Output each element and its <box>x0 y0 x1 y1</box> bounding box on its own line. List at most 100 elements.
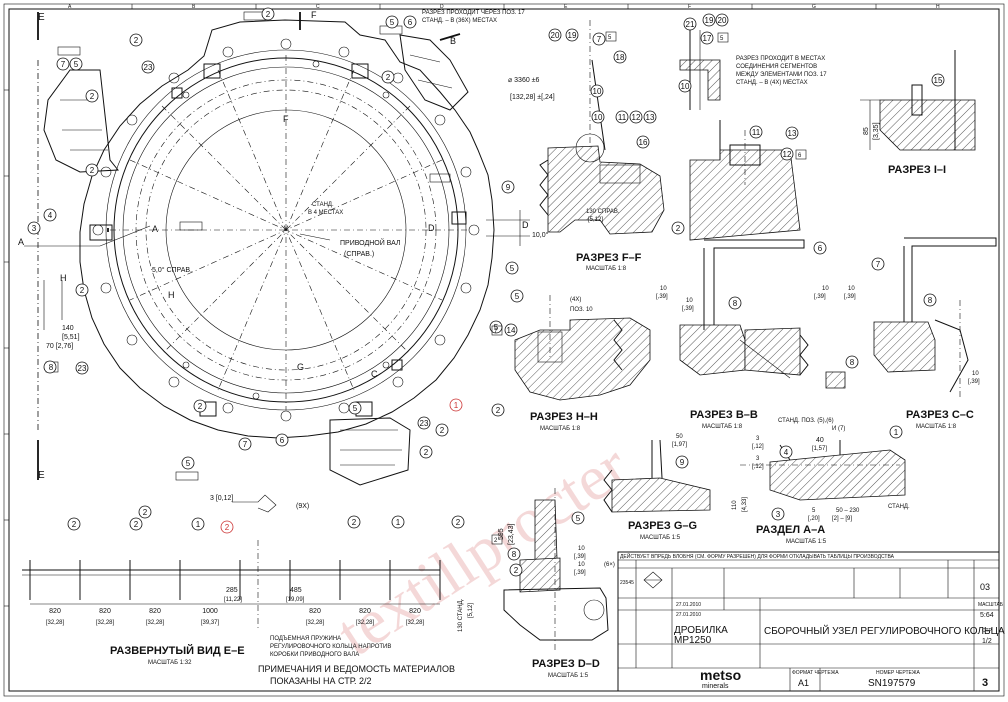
tb-header: ДЕЙСТВУЕТ ВПРЕДЬ ВЛОБНЯ (СМ. ФОРМУ РАЗРЕ… <box>620 552 895 560</box>
section-h-scale: МАСШТАБ 1:8 <box>540 426 581 432</box>
section-a-a: 3[,12] 3[,12] 40[1,57] 5[,20] 50 – 230[2… <box>732 425 910 545</box>
svg-text:[,12]: [,12] <box>752 464 764 470</box>
seg3-mm: 820 <box>149 608 161 615</box>
svg-text:[,39]: [,39] <box>574 570 586 576</box>
svg-text:110: 110 <box>732 500 738 510</box>
standard-note: СТАНД. <box>312 202 334 208</box>
dim-485-inch: [19,09] <box>286 597 305 603</box>
tb-logo-sub: minerals <box>702 683 729 690</box>
svg-text:16: 16 <box>639 138 648 147</box>
section-d-d: 5 8 2 2 595 [23,43] 10[,39] 10[,39] (6×)… <box>491 488 615 679</box>
tb-number-label: НОМЕР ЧЕРТЕЖА <box>876 670 921 676</box>
svg-text:[,20]: [,20] <box>808 516 820 522</box>
svg-text:2: 2 <box>456 518 461 527</box>
section-i-i: 85 [3,35] 15 РАЗРЕЗ I–I <box>860 50 976 176</box>
top-note-line1: РАЗРЕЗ ПРОХОДИТ ЧЕРЕЗ ПОЗ. 17 <box>422 10 525 16</box>
seg4-mm: 1000 <box>202 608 218 615</box>
svg-text:2: 2 <box>494 538 498 544</box>
svg-text:3: 3 <box>776 510 781 519</box>
svg-text:8: 8 <box>733 299 738 308</box>
svg-text:17: 17 <box>703 34 712 43</box>
svg-text:50 – 230: 50 – 230 <box>836 508 860 514</box>
svg-text:[,12]: [,12] <box>752 444 764 450</box>
svg-text:[,39]: [,39] <box>844 294 856 300</box>
svg-text:12: 12 <box>632 113 641 122</box>
seg7-in: [32,28] <box>406 620 425 626</box>
svg-text:2: 2 <box>90 166 95 175</box>
segment-note-line2: СОЕДИНЕНИЯ СЕГМЕНТОВ <box>736 64 817 70</box>
svg-text:11: 11 <box>752 128 761 137</box>
cutting-plane-f-top: F <box>311 10 317 20</box>
title-block: ДЕЙСТВУЕТ ВПРЕДЬ ВЛОБНЯ (СМ. ФОРМУ РАЗРЕ… <box>617 551 1005 692</box>
svg-text:10: 10 <box>848 286 855 292</box>
svg-text:12: 12 <box>783 150 792 159</box>
svg-text:2: 2 <box>198 402 203 411</box>
svg-text:8: 8 <box>850 358 855 367</box>
svg-text:8: 8 <box>512 550 517 559</box>
seg1-in: [32,28] <box>46 620 65 626</box>
drive-shaft-label-ref: (СПРАВ.) <box>344 251 374 258</box>
tb-model: MP1250 <box>674 635 712 646</box>
cutting-plane-c: C <box>371 369 378 379</box>
hh-pos10: ПОЗ. 10 <box>570 307 593 313</box>
spring-note-1: ПОДЪЕМНАЯ ПРУЖИНА <box>270 636 341 642</box>
seg6-mm: 820 <box>359 608 371 615</box>
watermark: textillprocter <box>324 430 640 670</box>
gap-dim: 3 [0,12] <box>210 495 233 502</box>
unrolled-view-e-e: 820 [32,28] 820 [32,28] 820 [32,28] 1000… <box>22 494 474 686</box>
frame-col-g: G <box>812 4 816 10</box>
seg2-in: [32,28] <box>96 620 115 626</box>
svg-text:5: 5 <box>74 60 79 69</box>
section-b-title: РАЗРЕЗ B–B <box>690 409 758 421</box>
cutting-plane-h-right: H <box>168 290 175 300</box>
svg-text:[4,33]: [4,33] <box>742 497 748 512</box>
svg-text:2: 2 <box>424 448 429 457</box>
section-d-scale: МАСШТАБ 1:5 <box>548 673 589 679</box>
svg-text:19: 19 <box>705 16 714 25</box>
svg-text:2: 2 <box>514 566 519 575</box>
tb-date2: 27.01.2010 <box>676 612 701 618</box>
cutting-plane-a-right: A <box>152 224 158 234</box>
segment-joint-detail: 21 19 20 17 10 5 РАЗРЕЗ ПРОХОДИТ В МЕСТА… <box>678 13 827 110</box>
svg-text:40: 40 <box>816 437 824 444</box>
svg-text:23: 23 <box>78 364 87 373</box>
svg-text:15: 15 <box>934 76 943 85</box>
tb-revision: 3 <box>982 677 988 689</box>
svg-text:6: 6 <box>280 436 285 445</box>
svg-text:10: 10 <box>686 298 693 304</box>
spring-note-3: КОРОБКИ ПРИВОДНОГО ВАЛА <box>270 652 359 658</box>
svg-text:18: 18 <box>616 53 625 62</box>
aa-stand: СТАНД. <box>888 504 910 510</box>
dim-130: 130 СТАНД. <box>458 598 464 632</box>
svg-text:3: 3 <box>32 224 37 233</box>
section-b-b: 6 8 8 10[,39] 10[,39] РАЗРЕЗ B–B МАСШТАБ… <box>656 239 859 430</box>
drawing-frame: A B C D E F G H <box>3 3 1005 697</box>
svg-text:595: 595 <box>498 528 505 540</box>
svg-text:8: 8 <box>49 363 54 372</box>
hh-x4: (4X) <box>570 297 581 303</box>
svg-text:50: 50 <box>676 434 683 440</box>
section-e-title: РАЗВЕРНУТЫЙ ВИД Е–Е <box>110 644 245 657</box>
svg-text:23: 23 <box>144 63 153 72</box>
frame-col-d: D <box>440 4 444 10</box>
frame-col-h: H <box>936 4 940 10</box>
svg-text:2: 2 <box>676 224 681 233</box>
frame-col-e: E <box>564 4 568 10</box>
svg-text:[,39]: [,39] <box>968 379 980 385</box>
tb-scale: 5:64 <box>980 612 994 619</box>
svg-text:20: 20 <box>551 31 560 40</box>
svg-text:5: 5 <box>510 264 515 273</box>
drive-shaft-label: ПРИВОДНОЙ ВАЛ <box>340 238 401 247</box>
cutting-plane-f-inner: F <box>283 114 289 124</box>
svg-text:8: 8 <box>928 296 933 305</box>
svg-text:2: 2 <box>143 508 148 517</box>
section-c-title: РАЗРЕЗ C–C <box>906 409 974 421</box>
svg-text:7: 7 <box>494 329 498 335</box>
svg-text:2: 2 <box>80 286 85 295</box>
top-note-line2: СТАНД. – В (36Х) МЕСТАХ <box>422 18 497 24</box>
section-i-title: РАЗРЕЗ I–I <box>888 164 946 176</box>
cutting-plane-d-right: D <box>522 220 529 230</box>
svg-text:5: 5 <box>186 459 191 468</box>
bolt-detail: 11 13 12 6 <box>689 120 807 241</box>
cutting-plane-a-left: A <box>18 237 24 247</box>
